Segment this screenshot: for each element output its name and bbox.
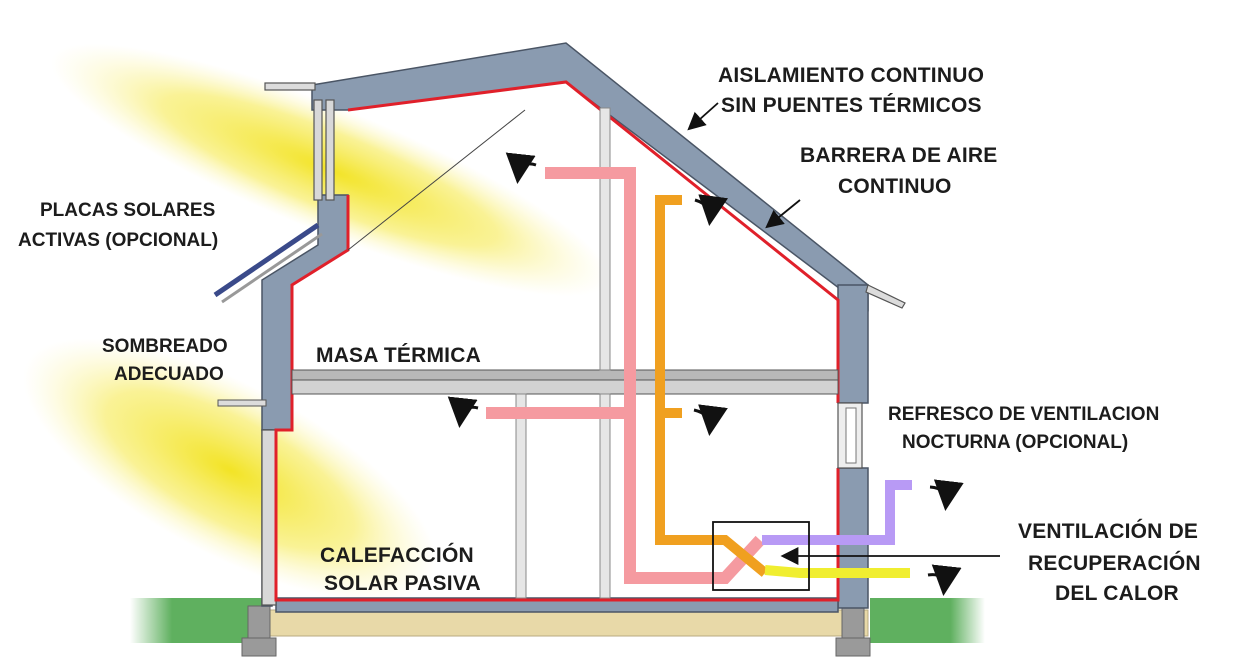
air-barrier bbox=[274, 80, 840, 602]
solar-panels-label-line1: PLACAS SOLARES bbox=[40, 200, 215, 221]
footing-right-base bbox=[835, 637, 871, 657]
attic-sun-line bbox=[347, 109, 526, 251]
eaves bbox=[264, 82, 906, 309]
night-vent-label-line2: NOCTURNA (OPCIONAL) bbox=[902, 432, 1128, 453]
ground-right bbox=[870, 598, 985, 643]
foundation-slab bbox=[267, 609, 869, 637]
air-barrier-leader bbox=[765, 199, 801, 229]
shading-overhang bbox=[217, 399, 267, 407]
supply-duct bbox=[655, 195, 769, 577]
lower-window bbox=[261, 429, 277, 606]
insulation-label-line1: AISLAMIENTO CONTINUO bbox=[718, 64, 984, 87]
solar-panels-label-line2: ACTIVAS (OPCIONAL) bbox=[18, 230, 218, 251]
airflow-arrows bbox=[447, 152, 964, 596]
sun-ray-lower bbox=[23, 338, 437, 602]
airflow-arrow-icon bbox=[927, 564, 962, 596]
heat-recovery-label-line1: VENTILACIÓN DE bbox=[1018, 519, 1198, 543]
right-wall-insulation bbox=[837, 284, 869, 404]
heat-recovery-label-line2: RECUPERACIÓN bbox=[1028, 551, 1201, 575]
footing-left-base bbox=[241, 637, 277, 657]
insulation-label-line2: SIN PUENTES TÉRMICOS bbox=[721, 94, 982, 117]
upper-window bbox=[313, 99, 335, 201]
ground-left bbox=[130, 598, 270, 643]
insulation-leader bbox=[687, 102, 719, 131]
passive-solar-label-line2: SOLAR PASIVA bbox=[324, 572, 481, 595]
airflow-arrow-icon bbox=[447, 396, 479, 428]
shading-label-line1: SOMBREADO bbox=[102, 336, 228, 357]
air-barrier-label-line2: CONTINUO bbox=[838, 175, 952, 198]
right-window-pane bbox=[845, 407, 857, 464]
airflow-arrow-icon bbox=[505, 152, 537, 184]
interior-columns bbox=[515, 107, 611, 599]
airflow-arrow-icon bbox=[929, 479, 964, 511]
shading-label-line2: ADECUADO bbox=[114, 364, 224, 385]
airflow-arrow-icon bbox=[693, 404, 728, 436]
solar-panel bbox=[213, 222, 323, 304]
ventilation-ducts bbox=[486, 167, 912, 584]
left-upper-wall-insulation bbox=[261, 194, 349, 431]
air-barrier-label-line1: BARRERA DE AIRE bbox=[800, 144, 997, 167]
heat-recovery-label-line3: DEL CALOR bbox=[1055, 582, 1179, 605]
leader-arrows bbox=[687, 102, 1000, 565]
passive-solar-label-line1: CALEFACCIÓN bbox=[320, 543, 474, 567]
airflow-arrow-icon bbox=[694, 194, 729, 226]
outdoor-supply-duct bbox=[764, 565, 910, 578]
night-vent-label-line1: REFRESCO DE VENTILACION bbox=[888, 404, 1159, 425]
extract-duct bbox=[545, 167, 765, 584]
thermal-mass-label: MASA TÉRMICA bbox=[316, 344, 481, 367]
thermal-mass-floor bbox=[291, 369, 839, 395]
exhaust-duct bbox=[762, 480, 912, 545]
